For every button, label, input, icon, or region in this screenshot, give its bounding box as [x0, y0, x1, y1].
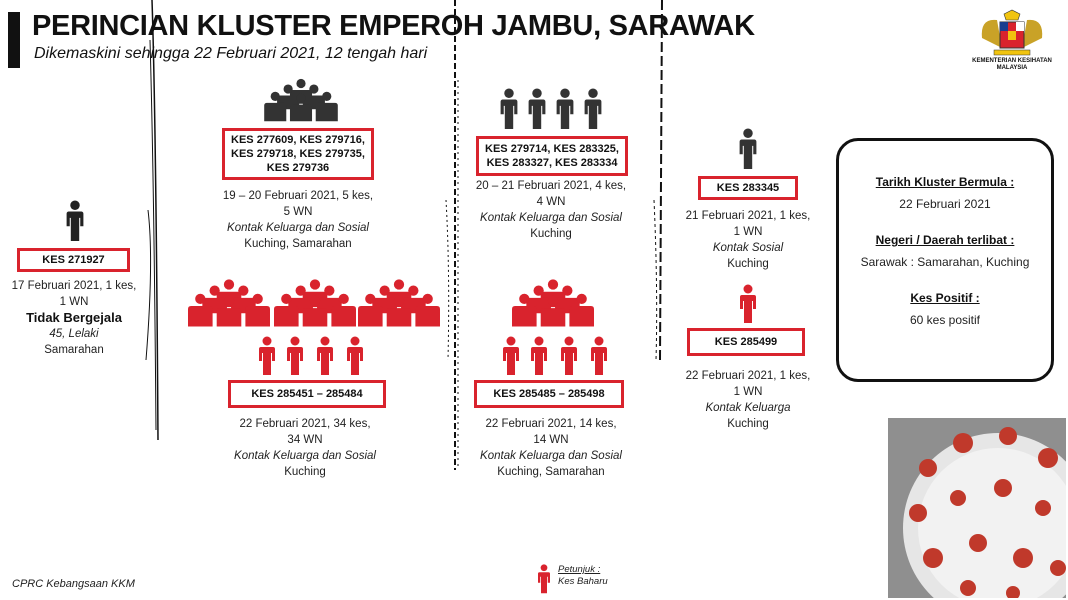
case-info-4: 20 – 21 Februari 2021, 4 kes, 4 WN Konta… — [456, 178, 646, 242]
case-location: Kuching — [530, 228, 572, 240]
positive-heading: Kes Positif : — [910, 291, 980, 305]
person-icon — [737, 128, 759, 170]
case-info-5: 22 Februari 2021, 14 kes, 14 WN Kontak K… — [456, 416, 646, 480]
divider-line-3 — [653, 0, 663, 361]
crowd-icon — [188, 278, 270, 330]
case-location: Kuching, Samarahan — [244, 238, 352, 250]
case-info-3: 22 Februari 2021, 34 kes, 34 WN Kontak K… — [200, 416, 410, 480]
case-date: 19 – 20 Februari 2021, 5 kes, — [222, 190, 374, 202]
title-accent-bar — [8, 12, 20, 68]
crowd-icon — [512, 278, 594, 330]
case-date: 20 – 21 Februari 2021, 4 kes, — [475, 180, 627, 192]
case-location: Kuching — [727, 418, 769, 430]
person-icon — [737, 284, 759, 324]
case-symptom: Tidak Bergejala — [26, 310, 122, 325]
crowd-icon — [358, 278, 440, 330]
start-date-value: 22 Februari 2021 — [899, 197, 991, 211]
case-info-1: 17 Februari 2021, 1 kes, 1 WN Tidak Berg… — [4, 278, 144, 358]
page-subtitle: Dikemaskini sehingga 22 Februari 2021, 1… — [34, 45, 428, 62]
person-icon — [588, 336, 610, 376]
case-label-285451: KES 285451 – 285484 — [228, 380, 386, 408]
case-contact: Kontak Keluarga — [705, 402, 791, 414]
footer-credit: CPRC Kebangsaan KKM — [12, 578, 135, 590]
case-location: Samarahan — [44, 344, 104, 356]
case-date: 22 Februari 2021, 1 kes, — [685, 370, 811, 382]
legend-title: Petunjuk : — [558, 564, 601, 575]
legend: Petunjuk : Kes Baharu — [558, 564, 608, 588]
case-date: 22 Februari 2021, 14 kes, — [485, 418, 617, 430]
person-icon — [256, 336, 278, 376]
case-contact: Kontak Keluarga dan Sosial — [480, 450, 622, 462]
case-location: Kuching, Samarahan — [497, 466, 605, 478]
case-label-group-4: KES 279714, KES 283325, KES 283327, KES … — [476, 136, 628, 176]
person-icon — [558, 336, 580, 376]
person-icon — [528, 336, 550, 376]
person-icon — [64, 200, 86, 242]
case-label-285499: KES 285499 — [687, 328, 805, 356]
case-nationality: 1 WN — [59, 296, 89, 308]
region-value: Sarawak : Samarahan, Kuching — [860, 255, 1030, 269]
region-heading: Negeri / Daerah terlibat : — [875, 233, 1015, 247]
ministry-logo: KEMENTERIAN KESIHATAN MALAYSIA — [966, 8, 1058, 78]
case-contact: Kontak Keluarga dan Sosial — [234, 450, 376, 462]
person-icon — [500, 336, 522, 376]
group-icon — [264, 78, 338, 124]
case-nationality: 4 WN — [536, 196, 566, 208]
logo-caption: KEMENTERIAN KESIHATAN MALAYSIA — [972, 58, 1052, 71]
cluster-summary-panel: Tarikh Kluster Bermula : 22 Februari 202… — [836, 138, 1054, 382]
person-icon — [554, 88, 576, 130]
case-location: Kuching — [727, 258, 769, 270]
case-date: 21 Februari 2021, 1 kes, — [685, 210, 811, 222]
case-nationality: 34 WN — [287, 434, 323, 446]
divider-line-1 — [145, 0, 159, 440]
crest-icon — [981, 9, 1043, 56]
case-nationality: 1 WN — [733, 386, 763, 398]
case-info-6: 21 Februari 2021, 1 kes, 1 WN Kontak Sos… — [672, 208, 824, 272]
case-contact: Kontak Sosial — [712, 242, 784, 254]
case-date: 17 Februari 2021, 1 kes, — [11, 280, 137, 292]
crowd-icon — [274, 278, 356, 330]
case-label-283345: KES 283345 — [698, 176, 798, 200]
case-age-gender: 45, Lelaki — [49, 328, 99, 340]
case-label-271927: KES 271927 — [17, 248, 130, 272]
positive-value: 60 kes positif — [909, 313, 981, 327]
case-contact: Kontak Keluarga dan Sosial — [227, 222, 369, 234]
person-icon — [284, 336, 306, 376]
person-icon — [344, 336, 366, 376]
case-date: 22 Februari 2021, 34 kes, — [239, 418, 371, 430]
divider-line-2 — [445, 0, 459, 470]
case-label-285485: KES 285485 – 285498 — [474, 380, 624, 408]
person-icon — [314, 336, 336, 376]
case-nationality: 14 WN — [533, 434, 569, 446]
person-icon — [526, 88, 548, 130]
case-nationality: 1 WN — [733, 226, 763, 238]
start-date-heading: Tarikh Kluster Bermula : — [875, 175, 1015, 189]
case-label-group-2: KES 277609, KES 279716, KES 279718, KES … — [222, 128, 374, 180]
virus-illustration — [888, 418, 1066, 598]
person-icon — [498, 88, 520, 130]
case-nationality: 5 WN — [283, 206, 313, 218]
case-info-7: 22 Februari 2021, 1 kes, 1 WN Kontak Kel… — [672, 368, 824, 432]
case-contact: Kontak Keluarga dan Sosial — [480, 212, 622, 224]
case-location: Kuching — [284, 466, 326, 478]
legend-label: Kes Baharu — [558, 576, 608, 587]
case-info-2: 19 – 20 Februari 2021, 5 kes, 5 WN Konta… — [200, 188, 396, 252]
person-icon — [582, 88, 604, 130]
new-case-legend-icon — [536, 564, 552, 594]
